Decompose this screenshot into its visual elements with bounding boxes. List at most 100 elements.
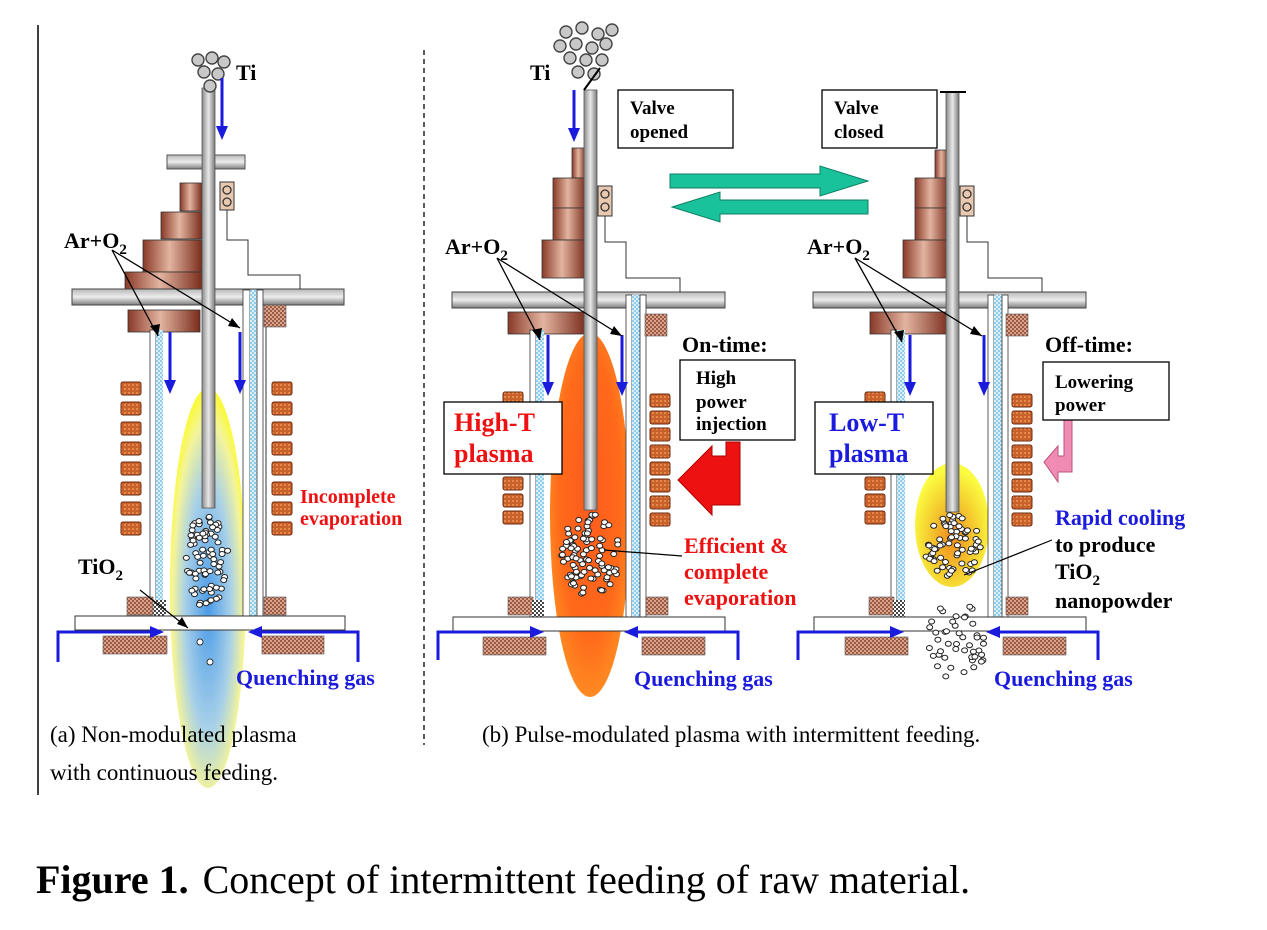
feed-probe-b-right: [945, 91, 960, 513]
high-t-plasma-box: [443, 401, 563, 475]
nanopowder-particle: [943, 628, 950, 635]
quench-arrows-a: [56, 626, 360, 662]
rf-coil-turn: [649, 393, 671, 408]
ti-particle: [930, 558, 938, 565]
ti-label-b: Ti: [530, 60, 550, 85]
nanopowder-particle: [949, 618, 957, 625]
ti-particle: [962, 567, 970, 573]
valve-closed-label-2: closed: [834, 122, 884, 143]
tio2-particle: [218, 551, 226, 557]
tio2-particle: [210, 556, 218, 563]
tio2-particle: [200, 586, 208, 593]
high-t-plasma-label-2: plasma: [454, 439, 533, 468]
ti-particle: [925, 542, 933, 549]
rf-coil-turn: [649, 444, 671, 459]
nanopowder-particle: [971, 653, 979, 660]
rf-coil-turn: [1011, 512, 1033, 527]
rf-coil-turn: [271, 481, 293, 496]
rapid-cooling-label-2: to produce: [1055, 532, 1156, 557]
ti-particle: [950, 520, 958, 527]
low-t-plasma-label-1: Low-T: [829, 408, 904, 437]
quench-arrows-b: [436, 626, 1100, 660]
ti-feed-particle: [569, 37, 583, 51]
tio2-particle: [224, 547, 232, 554]
gas-pointer-lines-b: [496, 257, 983, 343]
ti-particle: [579, 535, 587, 542]
tio2-pointer-a: [139, 589, 214, 666]
nanopowder-particle: [980, 640, 987, 647]
ti-particle: [569, 562, 577, 568]
ti-particle: [942, 523, 950, 530]
figure-caption-label: Figure 1.: [36, 857, 189, 902]
rf-coil-turn: [864, 493, 886, 508]
ti-particle: [954, 550, 962, 557]
ar-o2-label-b-right: Ar+O2: [807, 234, 870, 264]
ti-particle: [579, 589, 587, 596]
gas-flow-arrows-b: [542, 335, 990, 396]
feed-arrow-a: [216, 78, 228, 140]
rf-coil-turn: [120, 521, 142, 536]
rf-coil-turn: [1011, 495, 1033, 510]
ti-particle: [567, 573, 575, 580]
nanopowder-particle: [977, 658, 985, 665]
gas-pointer-lines-a: [111, 249, 241, 337]
ti-particle: [558, 551, 566, 558]
rf-coil-turn: [1011, 444, 1033, 459]
tio2-particle: [206, 586, 213, 592]
ti-feed-particle: [203, 79, 217, 93]
on-time-box-line-2: power: [696, 392, 747, 413]
nanopowder-particles: [925, 603, 987, 680]
ti-feed-particle: [599, 37, 613, 51]
ti-feed-particle: [579, 53, 593, 67]
particle-cloud-low-t: [922, 512, 984, 579]
ti-particle: [596, 535, 604, 542]
ti-feed-particle: [205, 51, 219, 65]
nanopowder-particle: [980, 634, 987, 641]
nanopowder-particle: [942, 673, 950, 680]
particle-cloud-high-t: [558, 511, 622, 597]
ti-particle: [976, 544, 984, 551]
nanopowder-particle: [947, 664, 955, 671]
low-t-plasma-box: [814, 401, 934, 475]
ar-o2-subscript-a: 2: [119, 242, 127, 258]
rf-coil-turn: [120, 461, 142, 476]
rf-coil-turn: [271, 501, 293, 516]
ti-particle: [579, 561, 587, 568]
power-down-arrow: [1043, 419, 1073, 484]
rf-coil-turn: [649, 410, 671, 425]
off-time-box-line-2: power: [1055, 395, 1106, 416]
ti-particle: [571, 534, 579, 541]
cycle-arrow-right: [669, 165, 870, 197]
ti-particle: [586, 564, 594, 571]
efficient-label-3: evaporation: [684, 585, 796, 610]
rf-coil-turn: [649, 512, 671, 527]
ti-particle: [610, 551, 618, 557]
ti-particle: [572, 568, 580, 575]
ti-particle: [955, 523, 963, 530]
panel-a-caption-1: (a) Non-modulated plasma: [50, 722, 297, 747]
tio2-label-a: TiO2: [78, 554, 123, 584]
tio2-particle: [195, 518, 203, 525]
cycle-arrow-left: [670, 191, 869, 223]
ti-feed-particle: [595, 53, 609, 67]
tio2-particle: [210, 561, 218, 567]
ti-particle: [948, 567, 955, 574]
tio2-particle: [189, 537, 197, 544]
ti-particle: [945, 540, 953, 547]
ti-feed-particle: [571, 65, 585, 79]
ti-particle: [585, 557, 593, 564]
tio2-particle: [214, 569, 222, 576]
ti-particle: [579, 551, 587, 558]
off-time-label: Off-time:: [1045, 332, 1133, 357]
ti-particle: [947, 528, 955, 535]
valve-opened-label-2: opened: [630, 122, 689, 143]
nanopowder-particle: [934, 636, 942, 643]
panel-a-caption-2: with continuous feeding.: [50, 760, 278, 785]
ti-feed-particle: [217, 55, 231, 69]
ti-feed-particle: [585, 41, 599, 55]
ti-particle: [970, 559, 978, 566]
ti-particle: [583, 530, 591, 537]
ti-particle: [596, 542, 604, 549]
ti-feed-particle: [197, 65, 211, 79]
efficient-label-1: Efficient &: [684, 533, 788, 558]
